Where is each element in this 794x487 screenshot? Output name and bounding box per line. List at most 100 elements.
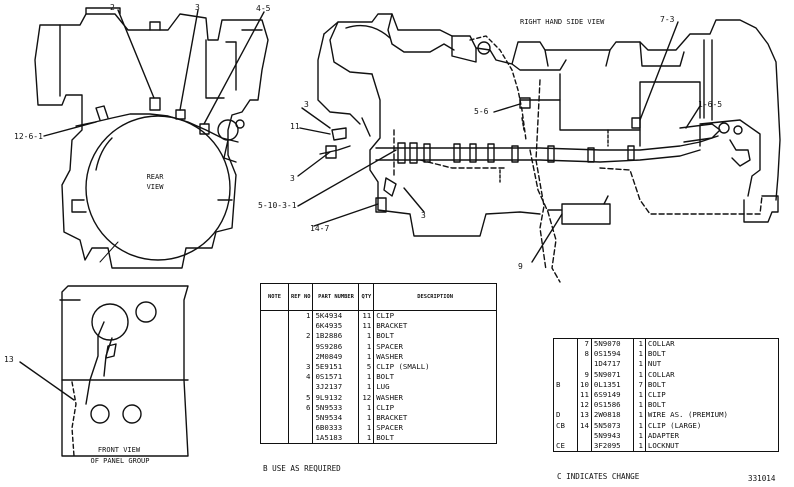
cell-note bbox=[260, 310, 289, 322]
cell-qty: 1 bbox=[632, 410, 646, 421]
front-panel-view-drawing bbox=[19, 285, 189, 457]
cell-qty: 1 bbox=[358, 331, 375, 342]
col-header-ref: REF NO bbox=[287, 283, 314, 311]
cell-part: 3J2137 bbox=[312, 382, 360, 393]
cell-note bbox=[553, 389, 578, 401]
cell-note bbox=[553, 359, 578, 370]
cell-qty: 1 bbox=[358, 382, 375, 393]
cell-part: 9S9286 bbox=[312, 341, 360, 352]
cell-ref: 10 bbox=[577, 379, 592, 390]
cell-note bbox=[260, 402, 289, 413]
cell-part: 0S1586 bbox=[590, 400, 634, 411]
cell-part: 5K4934 bbox=[312, 310, 360, 322]
cell-note: B bbox=[553, 379, 578, 390]
cell-desc: CLIP (LARGE) bbox=[644, 420, 780, 431]
cell-part: 6S9149 bbox=[590, 389, 634, 401]
figure-number: 331014 bbox=[748, 474, 776, 483]
cell-desc: WIRE AS. (PREMIUM) bbox=[644, 410, 780, 421]
rear-view-label-line2: VIEW bbox=[146, 183, 164, 191]
cell-qty: 12 bbox=[358, 392, 375, 403]
cell-ref: 8 bbox=[577, 349, 592, 360]
callout-1-6-5: 1-6-5 bbox=[698, 100, 723, 109]
cell-ref: 9 bbox=[577, 369, 592, 380]
cell-ref: 11 bbox=[577, 389, 592, 401]
cell-desc: SPACER bbox=[373, 423, 497, 434]
cell-note bbox=[553, 349, 578, 360]
cell-desc: WASHER bbox=[373, 392, 497, 403]
cell-qty: 1 bbox=[632, 349, 646, 360]
cell-desc: LUG bbox=[373, 382, 497, 393]
cell-desc: SPACER bbox=[373, 341, 497, 352]
cell-desc: COLLAR bbox=[644, 369, 780, 380]
cell-note bbox=[260, 372, 289, 383]
cell-part: 5N9534 bbox=[312, 412, 360, 424]
cell-qty: 1 bbox=[358, 402, 375, 413]
cell-note: CB bbox=[553, 420, 578, 431]
cell-part: 0S1594 bbox=[590, 349, 634, 360]
cell-ref: 5 bbox=[287, 392, 314, 403]
cell-note bbox=[260, 423, 289, 434]
cell-qty: 1 bbox=[358, 433, 375, 444]
cell-ref: 7 bbox=[577, 338, 592, 350]
cell-ref: 2 bbox=[287, 331, 314, 342]
cell-note: D bbox=[553, 410, 578, 421]
front-view-label-line2: OF PANEL GROUP bbox=[90, 457, 150, 465]
cell-ref bbox=[287, 341, 314, 352]
cell-part: 5N9070 bbox=[590, 338, 634, 350]
callout-2: 2 bbox=[110, 3, 115, 12]
cell-desc: ADAPTER bbox=[644, 430, 780, 441]
callout-4-5: 4-5 bbox=[256, 4, 271, 13]
table1-footnote: B USE AS REQUIRED bbox=[263, 464, 341, 473]
col-header-note: NOTE bbox=[260, 283, 289, 311]
table2-footnote: C INDICATES CHANGE bbox=[557, 472, 640, 481]
cell-qty: 1 bbox=[632, 359, 646, 370]
cell-note bbox=[260, 392, 289, 403]
callout-5-6: 5-6 bbox=[474, 107, 489, 116]
cell-note bbox=[260, 321, 289, 332]
cell-ref: 3 bbox=[287, 361, 314, 373]
cell-note bbox=[553, 338, 578, 350]
cell-part: 2M0849 bbox=[312, 351, 360, 362]
cell-desc: CLIP bbox=[373, 402, 497, 413]
cell-ref bbox=[287, 412, 314, 424]
cell-desc: BRACKET bbox=[373, 321, 497, 332]
cell-qty: 1 bbox=[632, 338, 646, 350]
cell-qty: 7 bbox=[632, 379, 646, 390]
cell-desc: BOLT bbox=[644, 400, 780, 411]
cell-ref: 6 bbox=[287, 402, 314, 413]
cell-note bbox=[260, 331, 289, 342]
cell-desc: CLIP (SMALL) bbox=[373, 361, 497, 373]
cell-desc: BOLT bbox=[644, 379, 780, 390]
cell-desc: WASHER bbox=[373, 351, 497, 362]
callout-9: 9 bbox=[518, 262, 523, 271]
cell-ref: 13 bbox=[577, 410, 592, 421]
cell-note bbox=[260, 341, 289, 352]
cell-note bbox=[260, 361, 289, 373]
cell-ref bbox=[577, 430, 592, 441]
cell-qty: 1 bbox=[632, 389, 646, 401]
cell-note bbox=[553, 369, 578, 380]
rear-view-drawing bbox=[34, 7, 269, 269]
cell-qty: 1 bbox=[632, 430, 646, 441]
cell-part: 6K4935 bbox=[312, 321, 360, 332]
right-hand-side-view-title: RIGHT HAND SIDE VIEW bbox=[520, 18, 605, 26]
cell-part: 1A5183 bbox=[312, 433, 360, 444]
cell-part: 1D4717 bbox=[590, 359, 634, 370]
cell-ref bbox=[287, 382, 314, 393]
cell-desc: BOLT bbox=[373, 372, 497, 383]
cell-qty: 1 bbox=[632, 369, 646, 380]
cell-ref bbox=[287, 433, 314, 444]
cell-note bbox=[260, 351, 289, 362]
